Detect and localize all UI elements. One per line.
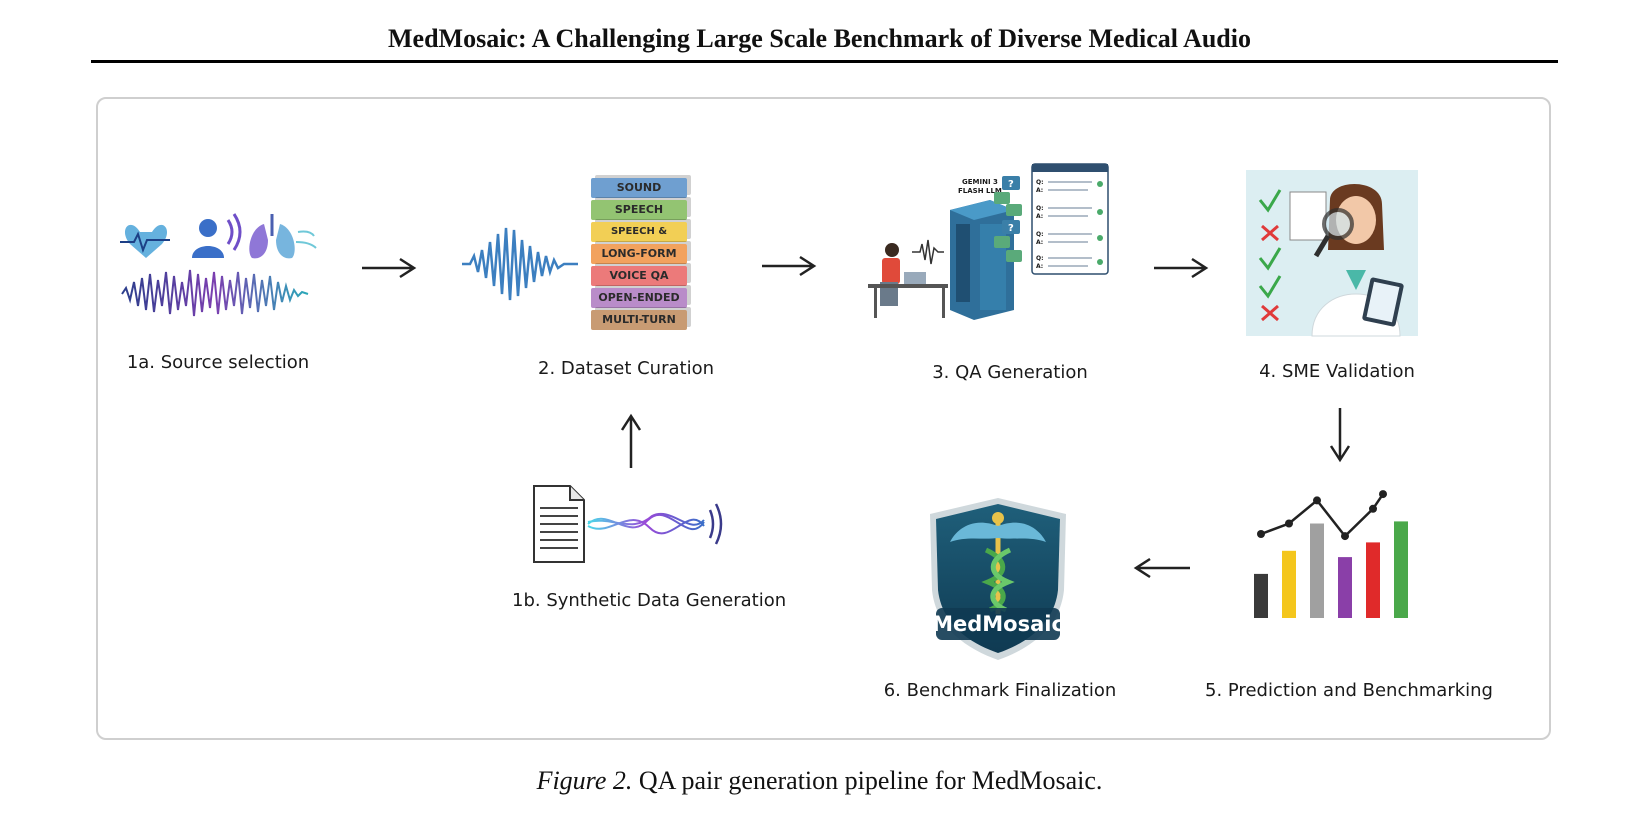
document-icon [533, 485, 585, 563]
figure-caption: Figure 2. QA pair generation pipeline fo… [0, 766, 1639, 796]
right-arrow-icon [362, 257, 417, 279]
person-at-desk-icon [868, 243, 948, 318]
chart-trend-point [1341, 532, 1349, 541]
header-rule [91, 60, 1558, 63]
step-label-sme-validation: 4. SME Validation [1259, 361, 1415, 382]
chat-bubbles-icon: ? ? [994, 176, 1022, 262]
chart-trend-point [1379, 490, 1387, 499]
step-label-benchmark-finalization: 6. Benchmark Finalization [883, 680, 1117, 701]
figure-caption-label: Figure 2. [536, 766, 633, 795]
chart-trend-point [1285, 519, 1293, 528]
chart-trend-point [1257, 530, 1265, 538]
figure-frame [96, 97, 1551, 740]
tablet-icon [1362, 277, 1404, 327]
medmosaic-shield-logo: MedMosaic [930, 498, 1066, 660]
chart-trend-point [1369, 504, 1377, 513]
server-label-line2: FLASH LLM [958, 187, 1002, 195]
chart-bar [1254, 573, 1268, 618]
sound-emit-icon [708, 503, 723, 545]
figure-caption-text: QA pair generation pipeline for MedMosai… [632, 766, 1103, 795]
chart-bar [1282, 550, 1296, 618]
a-marker: A: [1036, 263, 1043, 270]
source-selection-illustration [120, 213, 317, 317]
layer-open-ended: OPEN-ENDED [591, 288, 687, 308]
server-label-line1: GEMINI 3 [962, 178, 998, 186]
q-marker: Q: [1036, 255, 1044, 262]
step-label-qa-generation: 3. QA Generation [932, 362, 1088, 383]
layer-multi-turn: MULTI-TURN [591, 310, 687, 330]
prediction-chart [1254, 490, 1408, 618]
layer-sound: SOUND [591, 178, 687, 198]
layer-voice-qa: VOICE QA [591, 266, 687, 286]
checklist-icon [1258, 189, 1282, 322]
right-arrow-icon [762, 255, 817, 277]
q-marker: Q: [1036, 231, 1044, 238]
synthetic-data-illustration [533, 485, 723, 563]
qa-generation-illustration: GEMINI 3 FLASH LLM ? ? Q: A: Q: A: Q: A:… [868, 163, 1109, 320]
chart-bar [1338, 557, 1352, 618]
question-mark-1: ? [1008, 179, 1014, 190]
step-label-dataset-curation: 2. Dataset Curation [538, 358, 714, 379]
sme-validation-illustration [1246, 170, 1418, 337]
magnifying-glass-icon [1313, 208, 1354, 258]
synthetic-waveform-icon [587, 513, 705, 535]
medmosaic-logo-text: MedMosaic [932, 612, 1064, 636]
down-arrow-icon [1329, 408, 1351, 463]
q-marker: Q: [1036, 179, 1044, 186]
curation-layers-stack: SOUND SPEECH SPEECH & SOUND LONG-FORM VO… [591, 178, 701, 330]
a-marker: A: [1036, 239, 1043, 246]
caduceus-icon [950, 512, 1046, 614]
waveform-icon [121, 269, 309, 317]
q-marker: Q: [1036, 205, 1044, 212]
layer-long-form: LONG-FORM [591, 244, 687, 264]
a-marker: A: [1036, 187, 1043, 194]
right-arrow-icon [1154, 257, 1209, 279]
layer-speech: SPEECH [591, 200, 687, 220]
server-icon [950, 200, 1014, 320]
a-marker: A: [1036, 213, 1043, 220]
chart-bar [1366, 542, 1380, 618]
step-label-synthetic-data: 1b. Synthetic Data Generation [512, 590, 787, 611]
speaker-person-icon [192, 213, 242, 258]
up-arrow-icon [620, 413, 642, 468]
step-label-prediction: 5. Prediction and Benchmarking [1205, 680, 1493, 701]
step-label-source-selection: 1a. Source selection [126, 352, 310, 373]
page-header-title: MedMosaic: A Challenging Large Scale Ben… [388, 24, 1251, 53]
chart-bar [1394, 521, 1408, 618]
left-arrow-icon [1133, 557, 1190, 579]
waveform-icon [462, 227, 578, 301]
lungs-icon [249, 214, 317, 259]
qa-document-panel: Q: A: Q: A: Q: A: Q: A: [1031, 163, 1109, 275]
chart-trend-point [1313, 496, 1321, 505]
layer-speech-and-sound: SPEECH & SOUND [591, 222, 687, 257]
heart-icon [120, 224, 170, 258]
chart-bar [1310, 523, 1324, 618]
question-mark-2: ? [1008, 223, 1014, 234]
